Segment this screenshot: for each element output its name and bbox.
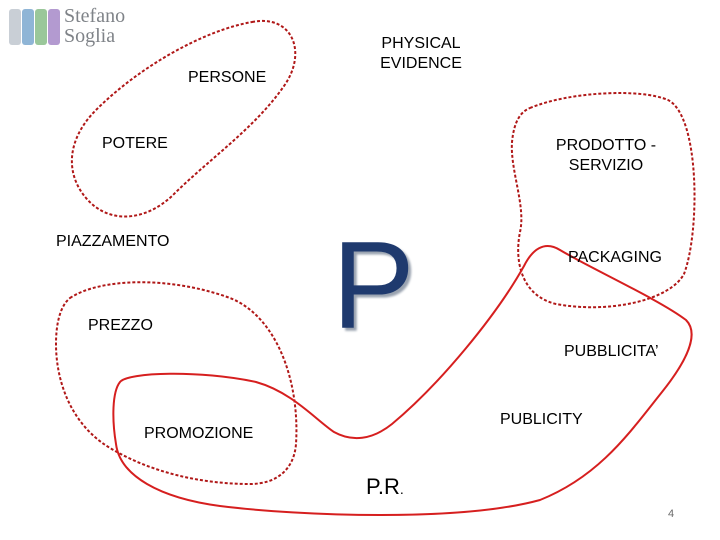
label-potere: POTERE bbox=[102, 135, 168, 152]
label-pr-dot: . bbox=[399, 481, 404, 497]
logo-name-line1: Stefano bbox=[64, 5, 126, 27]
label-pr: P.R. bbox=[366, 474, 404, 500]
label-prodotto-line2: SERVIZIO bbox=[568, 157, 644, 174]
label-persone: PERSONE bbox=[188, 69, 267, 86]
dotted-loop-persone-potere bbox=[70, 19, 297, 218]
logo-bar bbox=[22, 9, 34, 45]
stefano-soglia-logo: Stefano Soglia bbox=[6, 4, 134, 48]
logo-bar bbox=[48, 9, 60, 45]
label-prezzo: PREZZO bbox=[88, 317, 153, 334]
logo-name-line2: Soglia bbox=[64, 25, 116, 47]
dotted-loop-prodotto-packaging bbox=[510, 92, 696, 309]
dotted-loop-prezzo-promozione bbox=[54, 281, 298, 486]
label-pubblicita: PUBBLICITA’ bbox=[564, 343, 659, 360]
label-publicity: PUBLICITY bbox=[500, 411, 583, 428]
label-physical-evidence: PHYSICAL EVIDENCE bbox=[372, 34, 470, 74]
solid-loop-promotion-channels bbox=[112, 245, 693, 516]
label-piazzamento: PIAZZAMENTO bbox=[56, 233, 170, 250]
logo-bar bbox=[35, 9, 47, 45]
label-packaging: PACKAGING bbox=[568, 249, 662, 266]
label-promozione: PROMOZIONE bbox=[144, 425, 254, 442]
label-pr-text: P.R bbox=[366, 474, 400, 499]
label-prodotto-servizio: PRODOTTO - SERVIZIO bbox=[548, 136, 664, 176]
page-number: 4 bbox=[668, 508, 675, 520]
label-physical-evidence-line1: PHYSICAL bbox=[381, 35, 461, 52]
logo-bar bbox=[9, 9, 21, 45]
center-letter-p: P bbox=[332, 217, 415, 355]
logo-color-bars bbox=[9, 9, 65, 45]
label-physical-evidence-line2: EVIDENCE bbox=[380, 55, 462, 72]
label-prodotto-line1: PRODOTTO - bbox=[555, 137, 657, 154]
